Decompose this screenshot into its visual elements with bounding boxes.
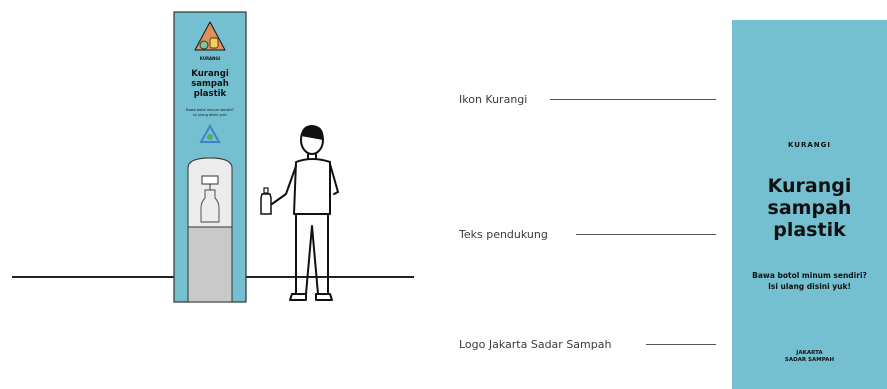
panel-headline-3: plastik: [773, 219, 846, 241]
signage-panel: KURANGI Kurangi sampah plastik Bawa boto…: [732, 20, 887, 389]
kiosk-sub-1: Bawa botol minum sendiri?: [186, 108, 234, 112]
person-icon: [271, 125, 339, 301]
logo-caption-1: JAKARTA: [796, 350, 823, 356]
callout-line-teks: [576, 234, 716, 235]
kiosk-text: KURANGI Kurangi sampah plastik Bawa boto…: [174, 0, 246, 302]
panel-headline-2: sampah: [767, 197, 852, 219]
panel-subtext-2: Isi ulang disini yuk!: [768, 282, 851, 291]
kiosk-headline-1: Kurangi: [191, 69, 229, 79]
kiosk: [173, 11, 247, 303]
kiosk-headline-3: plastik: [193, 89, 227, 99]
callout-line-ikon: [550, 99, 716, 100]
panel-subtext-1: Bawa botol minum sendiri?: [752, 271, 867, 280]
bottle-icon: [260, 187, 272, 215]
panel-brand: KURANGI: [787, 141, 831, 149]
callout-label-ikon: Ikon Kurangi: [459, 93, 528, 106]
kiosk-brand: KURANGI: [199, 56, 221, 61]
kiosk-headline-2: sampah: [191, 79, 229, 89]
callout-label-logo: Logo Jakarta Sadar Sampah: [459, 338, 612, 351]
callout-line-logo: [646, 344, 716, 345]
logo-caption-2: SADAR SAMPAH: [784, 357, 835, 363]
kiosk-logo: [199, 123, 221, 143]
kiosk-sub-2: Isi ulang disini yuk!: [193, 113, 227, 117]
callout-label-teks: Teks pendukung: [459, 228, 548, 241]
kiosk-kurangi-icon: [194, 21, 226, 51]
panel-headline-1: Kurangi: [767, 175, 852, 197]
